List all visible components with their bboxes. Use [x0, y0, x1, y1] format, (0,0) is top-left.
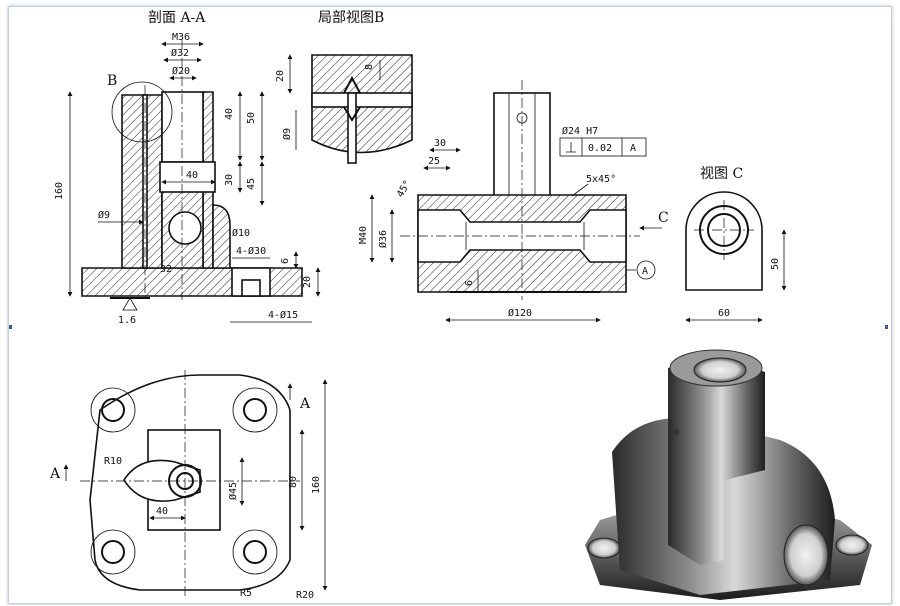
dim-40v: 40 — [224, 108, 235, 120]
render-column — [668, 356, 765, 565]
section-label-top: A — [299, 396, 311, 412]
column-wall-left — [121, 94, 163, 269]
cross-bore — [159, 161, 216, 193]
datum-a-circle — [636, 260, 656, 280]
tol-datum: A — [630, 143, 636, 154]
front-dim-30: 30 — [434, 138, 446, 149]
dim-50v: 50 — [246, 112, 257, 124]
section-aa-view: 剖面 A-A B 1.6 M36 Ø32 Ø20 40 50 160 40 — [54, 10, 321, 326]
detail-b-view: 局部视图B 20 8 Ø9 — [275, 10, 413, 164]
bolt-hole-tl — [101, 398, 125, 422]
front-dim-6: 6 — [464, 280, 475, 286]
dim-40h: 40 — [186, 170, 198, 181]
edge-marker-right — [885, 325, 888, 329]
detail-cone-lower — [343, 106, 361, 122]
dim-4-d30: 4-Ø30 — [236, 245, 266, 257]
datum-a-label: A — [642, 266, 648, 277]
dim-4-d15: 4-Ø15 — [268, 309, 298, 321]
tol-diameter: Ø24 H7 — [562, 125, 598, 137]
front-view: 30 25 45° Ø24 H7 0.02 A 5x45° M40 Ø36 6 … — [358, 80, 669, 323]
dim-45v: 45 — [246, 178, 257, 190]
bolt-hole-br — [243, 540, 267, 564]
render-column-hole — [693, 357, 747, 383]
dim-32: 32 — [160, 264, 172, 275]
dim-160v: 160 — [54, 182, 65, 200]
detail-dim-20: 20 — [275, 70, 286, 82]
view-c-dim-50: 50 — [770, 258, 781, 270]
dim-d10: Ø10 — [232, 227, 250, 239]
dim-20v: 20 — [302, 276, 313, 288]
view-c-arrow-label: C — [658, 210, 669, 226]
plan-dim-d45: Ø45 — [227, 482, 239, 500]
isometric-render — [585, 349, 872, 600]
bolt-hole-tr — [243, 398, 267, 422]
plan-dim-r10: R10 — [104, 456, 122, 467]
plan-dim-r20: R20 — [296, 590, 314, 601]
roughness-symbol — [122, 297, 138, 311]
view-c-dim-60: 60 — [718, 308, 730, 319]
front-dim-d120: Ø120 — [508, 307, 532, 319]
bolt-boss-tr — [232, 387, 278, 433]
front-dim-m40: M40 — [358, 226, 369, 244]
detail-dim-d9: Ø9 — [281, 128, 293, 140]
front-dim-25: 25 — [428, 156, 440, 167]
front-dim-45deg: 45° — [395, 178, 414, 199]
render-bore — [783, 524, 829, 586]
dim-m36: M36 — [172, 32, 190, 43]
view-c-title: 视图 C — [700, 166, 743, 182]
detail-dim-8: 8 — [364, 64, 375, 70]
dim-d20: Ø20 — [172, 65, 190, 77]
chamfer-label: 5x45° — [586, 174, 616, 185]
plan-dim-r5: R5 — [240, 588, 252, 599]
dim-6v: 6 — [280, 258, 291, 264]
tol-value: 0.02 — [588, 143, 612, 154]
bolt-hole-bl — [101, 540, 125, 564]
ball-pocket — [168, 211, 202, 245]
front-dim-d36: Ø36 — [377, 230, 389, 248]
bolt-boss-br — [232, 529, 278, 575]
dim-roughness: 1.6 — [118, 315, 136, 326]
perpendicularity-icon — [566, 142, 576, 153]
plan-view: R10 Ø45 40 80 160 R5 R20 A A — [49, 370, 328, 601]
plan-dim-160: 160 — [311, 476, 322, 494]
plan-dim-40: 40 — [156, 506, 168, 517]
dim-d32: Ø32 — [171, 47, 189, 59]
detail-oil-channel — [311, 92, 413, 108]
section-aa-title: 剖面 A-A — [148, 10, 206, 26]
detail-oil-hole — [347, 92, 357, 164]
detail-b-title: 局部视图B — [318, 10, 384, 26]
dim-d9: Ø9 — [98, 209, 110, 221]
bolt-boss-bl — [90, 529, 136, 575]
bolt-boss-tl — [90, 387, 136, 433]
boss-right — [212, 204, 231, 269]
detail-b-circle — [111, 81, 173, 143]
dim-30v: 30 — [224, 174, 235, 186]
view-c: 视图 C 50 60 — [685, 166, 787, 323]
detail-b-marker: B — [107, 73, 117, 89]
tolerance-frame — [559, 137, 647, 157]
render-oil-hole — [673, 429, 679, 435]
render-bolt-hole-left — [587, 537, 621, 559]
mount-hole-small — [241, 279, 261, 297]
edge-marker-left — [9, 325, 12, 329]
section-label-left: A — [49, 466, 61, 482]
render-bolt-hole-right — [835, 534, 869, 556]
detail-cone — [343, 75, 361, 94]
plan-dim-80: 80 — [288, 476, 299, 488]
